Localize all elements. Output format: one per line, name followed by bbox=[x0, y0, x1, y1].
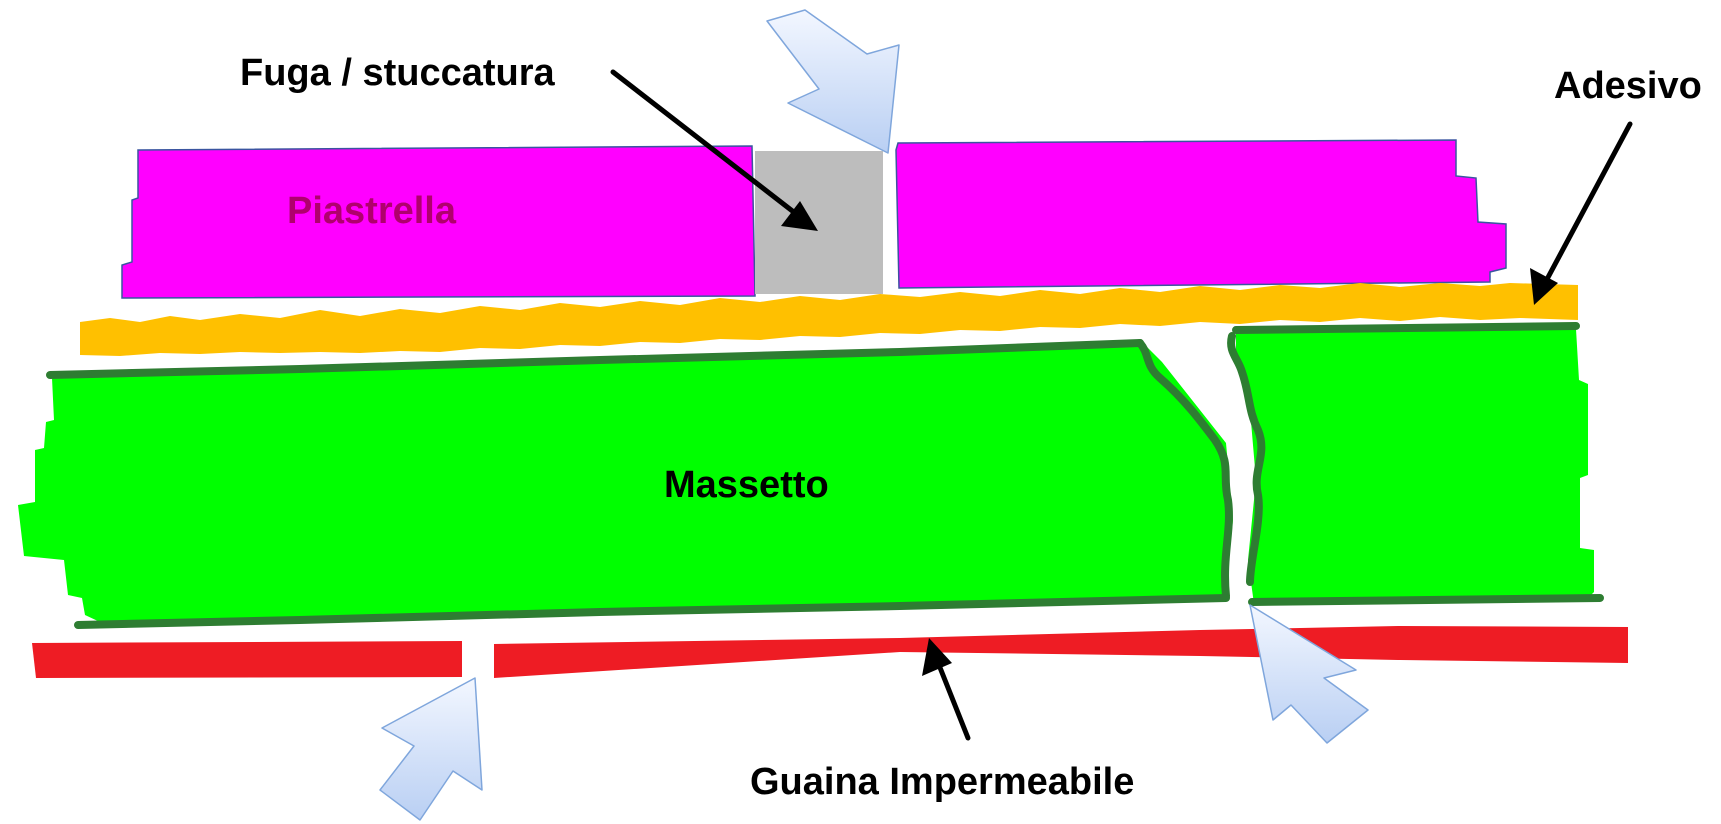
grout-label: Fuga / stuccatura bbox=[240, 52, 555, 94]
water-arrow-top bbox=[766, 9, 900, 154]
grout-joint bbox=[755, 151, 883, 294]
tile-left bbox=[121, 145, 756, 299]
water-arrow-bottom-left bbox=[379, 677, 483, 821]
membrane-right bbox=[494, 626, 1628, 678]
screed-left bbox=[18, 340, 1233, 622]
membrane-label: Guaina Impermeabile bbox=[750, 761, 1135, 803]
membrane-left bbox=[32, 641, 462, 678]
screed-outline bbox=[46, 322, 1604, 629]
screed-right bbox=[1236, 329, 1594, 604]
adhesive-label: Adesivo bbox=[1554, 65, 1702, 107]
grout-pointer-arrow bbox=[610, 69, 818, 231]
adhesive-pointer-arrow bbox=[1530, 121, 1633, 305]
water-arrow-bottom-right bbox=[1249, 604, 1369, 744]
membrane-pointer-arrow bbox=[922, 638, 971, 741]
adhesive-layer bbox=[80, 283, 1578, 356]
tile-right bbox=[895, 139, 1507, 289]
screed-label: Massetto bbox=[664, 464, 829, 506]
tile-label: Piastrella bbox=[287, 190, 456, 232]
